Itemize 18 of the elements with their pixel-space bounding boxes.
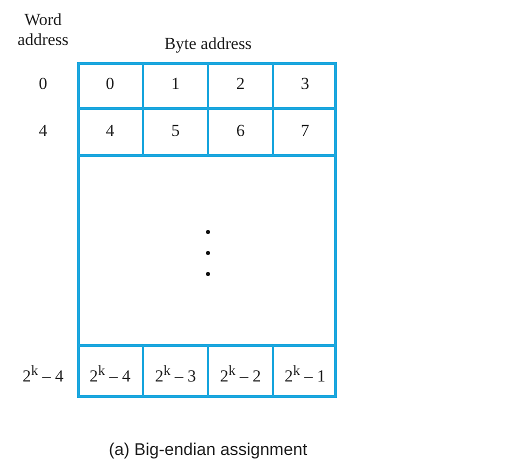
- row-label: 4: [38, 120, 48, 140]
- table-cell-text: 0: [104, 74, 116, 94]
- table-cell-text: 5: [170, 120, 181, 140]
- caption: (a) Big-endian assignment: [108, 440, 308, 460]
- table-cell-text: 2: [235, 74, 246, 94]
- table-cell-text: 6: [235, 120, 246, 140]
- table-cell-text: 3: [300, 74, 310, 94]
- row-label: 2$^{k}$ – 4: [21, 362, 65, 386]
- table-cell-text: 2$^{k}$ – 1: [283, 362, 327, 386]
- row-label: 0: [38, 74, 48, 94]
- column-header: Byte address: [163, 34, 253, 54]
- table-cell-text: 4: [104, 120, 116, 140]
- table-cell-text: 7: [300, 120, 310, 140]
- table-cell-text: 2$^{k}$ – 4: [88, 362, 132, 386]
- table-cell-text: 1: [170, 74, 181, 94]
- table-cell-text: 2$^{k}$ – 2: [218, 362, 262, 386]
- column-header: Word address: [16, 10, 70, 50]
- table-cell-text: 2$^{k}$ – 3: [154, 362, 198, 386]
